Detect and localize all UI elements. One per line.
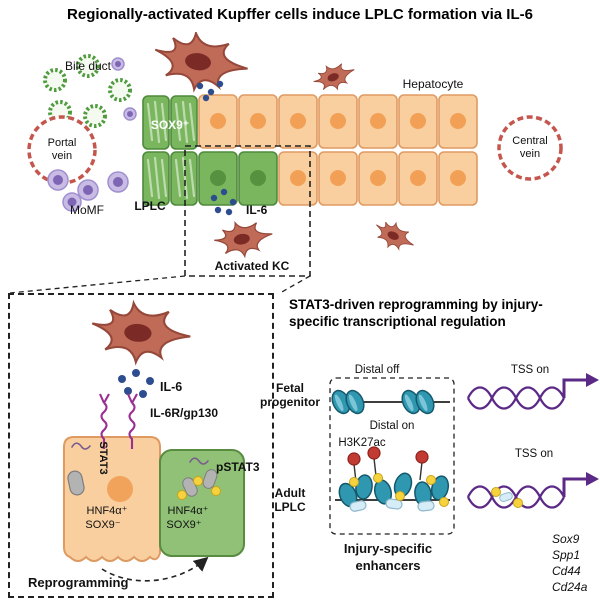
il6-receptor xyxy=(99,393,138,449)
kupffer-cell-detail xyxy=(88,299,194,367)
fetal-label-2: progenitor xyxy=(260,395,320,409)
liver-zonation-diagram: Bile duct Portal vein MoMF xyxy=(9,32,563,294)
activated-kc-label: Activated KC xyxy=(215,259,290,273)
central-vein-label-1: Central xyxy=(512,135,547,147)
main-title: Regionally-activated Kupffer cells induc… xyxy=(67,6,533,23)
sox9-plus-label: SOX9⁺ xyxy=(151,118,189,132)
lplc-sox9-column xyxy=(142,95,198,206)
fetal-nucleosome-1 xyxy=(328,387,368,417)
activated-kupffer-cell xyxy=(211,216,276,262)
gene-spp1: Spp1 xyxy=(552,548,580,562)
momf-cluster xyxy=(47,169,129,212)
portal-vein-label-2: vein xyxy=(52,150,72,162)
adult-tss-arrow xyxy=(562,472,599,497)
central-vein: Central vein xyxy=(497,115,563,181)
sox9-neg-label: SOX9⁻ xyxy=(85,519,120,531)
lplc-label: LPLC xyxy=(134,199,166,213)
chromatin-mark-green xyxy=(189,457,209,465)
momf-near-duct xyxy=(111,57,137,121)
epigenetic-diagram: Distal off TSS on Fetal progenitor Dista… xyxy=(260,364,599,594)
sox9-pos-label: SOX9⁺ xyxy=(166,519,201,531)
tss-on-adult-label: TSS on xyxy=(515,448,553,460)
reprogramming-diagram: IL-6 IL-6R/gp130 STAT3 HNF4α⁺ SOX9⁻ xyxy=(28,299,260,590)
hnf4a-pos2-label: HNF4α⁺ xyxy=(168,505,209,517)
adult-nucleosome-cluster xyxy=(335,470,452,513)
chromatin-mark-orange xyxy=(71,442,91,450)
enhancer-caption-2: enhancers xyxy=(355,558,420,573)
zoom-connector-lines xyxy=(9,275,311,294)
il6-dots-top xyxy=(196,80,224,102)
fetal-tss-arrow xyxy=(562,373,599,398)
portal-vein-label-1: Portal xyxy=(48,137,77,149)
reprogramming-caption: Reprogramming xyxy=(28,575,128,590)
tss-on-fetal-label: TSS on xyxy=(511,364,549,376)
portal-vein: Portal vein xyxy=(27,115,97,185)
lplc-cell xyxy=(159,449,245,557)
adult-tss-marks xyxy=(491,487,523,508)
gene-sox9: Sox9 xyxy=(552,532,580,546)
h3k27ac-marks xyxy=(347,446,429,483)
gene-cd44: Cd44 xyxy=(552,564,581,578)
phospho-mark xyxy=(177,490,187,500)
momf-label: MoMF xyxy=(70,203,104,217)
il6-label: IL-6 xyxy=(246,203,268,217)
distal-off-label: Distal off xyxy=(355,364,400,376)
bile-duct-label: Bile duct xyxy=(65,59,112,73)
epigenetic-title-line1: STAT3-driven reprogramming by injury- xyxy=(289,297,543,312)
il6-receptor-label: IL-6R/gp130 xyxy=(150,406,218,420)
phospho-mark xyxy=(193,476,203,486)
hepatocyte-row-2 xyxy=(198,151,478,206)
reprogramming-detail-box: IL-6 IL-6R/gp130 STAT3 HNF4α⁺ SOX9⁻ xyxy=(8,293,274,598)
adult-label-1: Adult xyxy=(275,486,306,500)
phospho-mark xyxy=(211,486,221,496)
fetal-nucleosome-2 xyxy=(398,387,438,417)
bile-duct-cluster xyxy=(43,54,137,128)
fetal-tss-dna xyxy=(466,386,566,410)
kupffer-cell-small-bottom xyxy=(369,215,420,257)
il6-detail-label: IL-6 xyxy=(160,380,182,394)
h3k27ac-label: H3K27ac xyxy=(338,437,386,449)
epigenetic-title-line2: specific transcriptional regulation xyxy=(289,313,506,329)
hepatocyte-label: Hepatocyte xyxy=(403,77,464,91)
pstat3-label: pSTAT3 xyxy=(216,460,260,474)
reprogramming-arrow xyxy=(101,556,209,582)
kupffer-cell-small-top xyxy=(309,57,360,97)
distal-on-label: Distal on xyxy=(370,420,415,432)
epigenetic-panel-title: STAT3-driven reprogramming by injury- sp… xyxy=(289,297,597,330)
enhancer-region-box xyxy=(329,377,455,535)
adult-label-2: LPLC xyxy=(274,500,306,514)
hnf4a-pos-label: HNF4α⁺ xyxy=(87,505,128,517)
gene-cd24a: Cd24a xyxy=(552,580,588,594)
zoom-box xyxy=(184,145,311,277)
stat3-label: STAT3 xyxy=(97,441,109,474)
fetal-label-1: Fetal xyxy=(276,381,304,395)
hepatocyte-row-1 xyxy=(198,94,478,149)
il6-dots-bottom xyxy=(210,188,237,216)
il6-dots-detail xyxy=(118,369,154,398)
gene-list: Sox9 Spp1 Cd44 Cd24a xyxy=(552,532,588,594)
enhancer-caption-1: Injury-specific xyxy=(344,541,432,556)
hnf4a-cell-nucleus xyxy=(107,476,133,502)
central-vein-label-2: vein xyxy=(520,148,540,160)
